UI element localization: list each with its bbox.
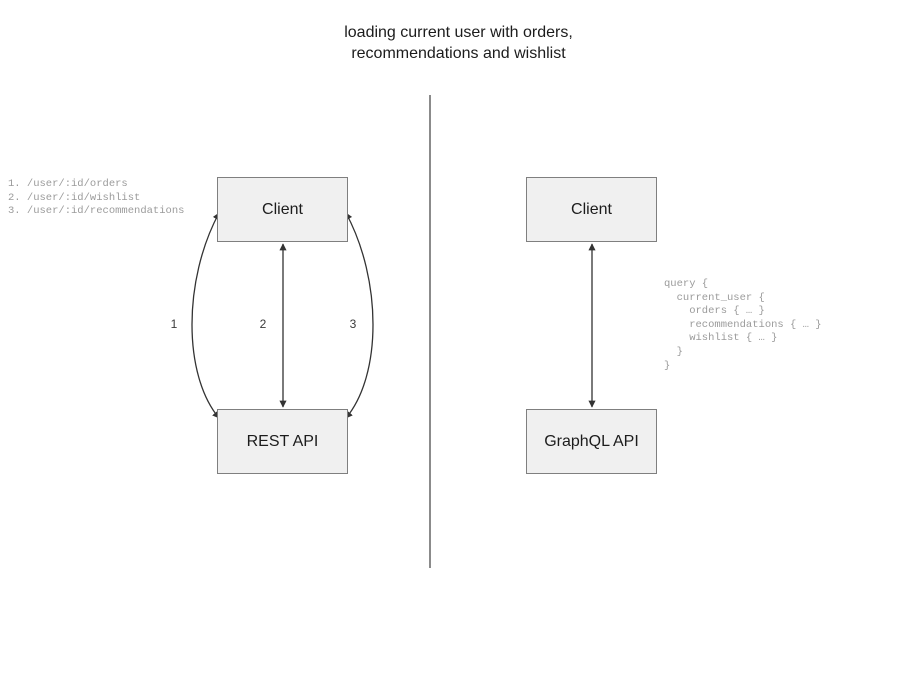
- rest-edge-3-curve: [345, 212, 374, 419]
- node-rest-client-label: Client: [262, 200, 303, 218]
- rest-edge-1-curve: [191, 212, 220, 419]
- edge-label-3: 3: [349, 317, 357, 331]
- node-graphql-client[interactable]: Client: [526, 177, 657, 242]
- node-graphql-api[interactable]: GraphQL API: [526, 409, 657, 474]
- rest-endpoint-list: 1. /user/:id/orders 2. /user/:id/wishlis…: [8, 178, 185, 217]
- node-graphql-client-label: Client: [571, 200, 612, 218]
- graphql-query-snippet: query { current_user { orders { … } reco…: [664, 278, 822, 372]
- node-rest-api[interactable]: REST API: [217, 409, 348, 474]
- edge-label-2: 2: [259, 317, 267, 331]
- node-graphql-api-label: GraphQL API: [544, 432, 639, 450]
- edge-label-1: 1: [170, 317, 178, 331]
- page-title: loading current user with orders, recomm…: [344, 24, 573, 62]
- node-rest-client[interactable]: Client: [217, 177, 348, 242]
- node-rest-api-label: REST API: [246, 432, 319, 450]
